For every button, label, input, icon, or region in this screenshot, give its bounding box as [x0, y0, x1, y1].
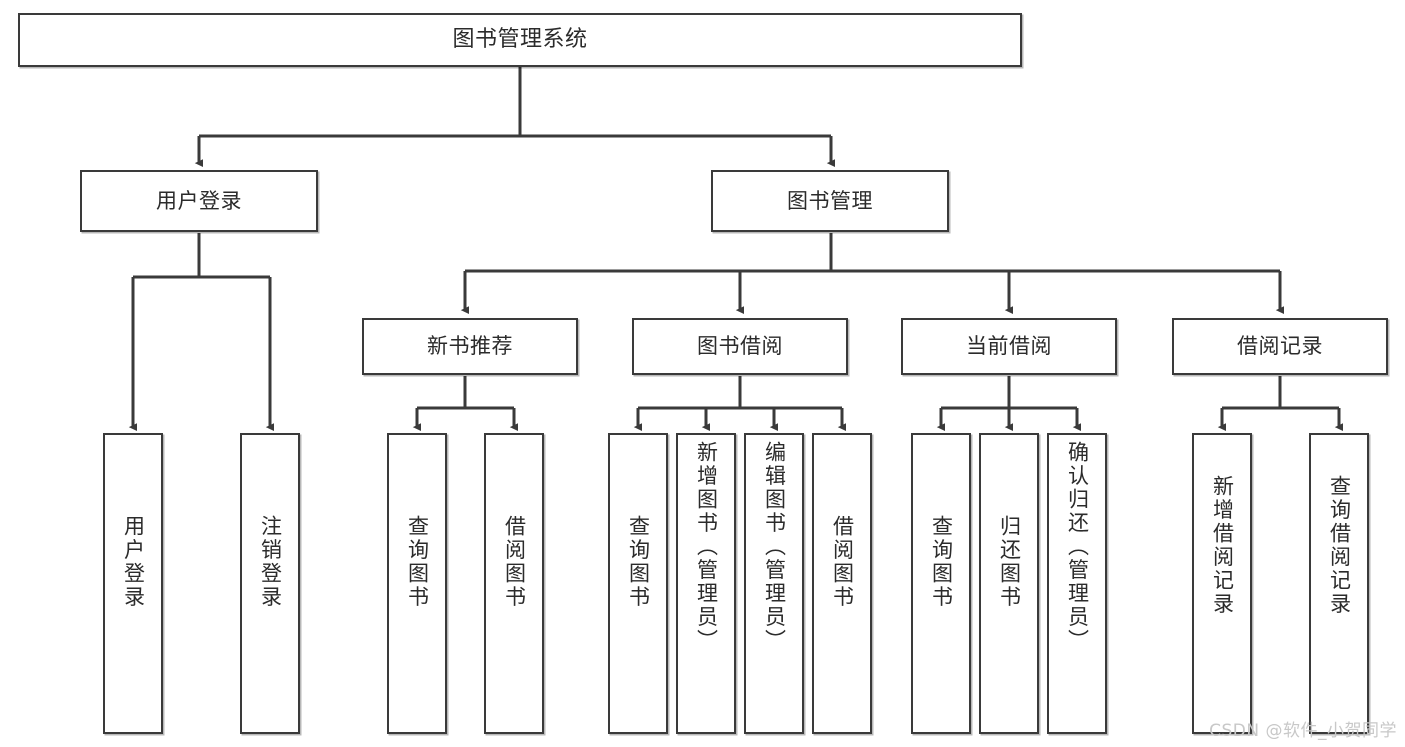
leaf-confirm-return-admin[interactable]: 确认归还（管理员）	[1047, 433, 1107, 734]
node-label: 归还图书	[997, 515, 1022, 609]
node-borrow-record[interactable]: 借阅记录	[1172, 318, 1388, 375]
leaf-borrow-book-borrow[interactable]: 借阅图书	[812, 433, 872, 734]
leaf-query-book-new-book[interactable]: 查询图书	[387, 433, 447, 734]
node-root-book-management-system[interactable]: 图书管理系统	[18, 13, 1022, 67]
node-label: 确认归还（管理员）	[1065, 441, 1090, 653]
node-label: 查询借阅记录	[1327, 475, 1352, 616]
leaf-add-borrow-record[interactable]: 新增借阅记录	[1192, 433, 1252, 734]
node-label: 图书管理	[787, 188, 873, 213]
node-book-management[interactable]: 图书管理	[711, 170, 949, 232]
node-label: 编辑图书（管理员）	[762, 441, 787, 653]
leaf-user-login[interactable]: 用户登录	[103, 433, 163, 734]
node-label: 新增图书（管理员）	[694, 441, 719, 653]
node-label: 用户登录	[156, 188, 242, 213]
node-label: 注销登录	[258, 515, 283, 609]
csdn-watermark: CSDN @软件_小贺同学	[1209, 721, 1397, 741]
node-book-borrow[interactable]: 图书借阅	[632, 318, 848, 375]
leaf-edit-book-admin[interactable]: 编辑图书（管理员）	[744, 433, 804, 734]
node-label: 图书借阅	[697, 334, 783, 359]
node-label: 新增借阅记录	[1210, 475, 1235, 616]
leaf-query-book-borrow[interactable]: 查询图书	[608, 433, 668, 734]
leaf-logout-login[interactable]: 注销登录	[240, 433, 300, 734]
node-label: 图书管理系统	[452, 27, 588, 53]
node-current-borrow[interactable]: 当前借阅	[901, 318, 1117, 375]
node-new-book-recommend[interactable]: 新书推荐	[362, 318, 578, 375]
leaf-return-book[interactable]: 归还图书	[979, 433, 1039, 734]
node-label: 查询图书	[929, 515, 954, 609]
node-label: 借阅图书	[502, 515, 527, 609]
node-label: 用户登录	[121, 515, 146, 609]
node-label: 借阅图书	[830, 515, 855, 609]
node-label: 新书推荐	[427, 334, 513, 359]
node-label: 借阅记录	[1237, 334, 1323, 359]
leaf-add-book-admin[interactable]: 新增图书（管理员）	[676, 433, 736, 734]
node-label: 当前借阅	[966, 334, 1052, 359]
node-label: 查询图书	[626, 515, 651, 609]
node-user-login[interactable]: 用户登录	[80, 170, 318, 232]
leaf-query-borrow-record[interactable]: 查询借阅记录	[1309, 433, 1369, 734]
node-label: 查询图书	[405, 515, 430, 609]
leaf-borrow-book-new-book[interactable]: 借阅图书	[484, 433, 544, 734]
leaf-query-book-current[interactable]: 查询图书	[911, 433, 971, 734]
